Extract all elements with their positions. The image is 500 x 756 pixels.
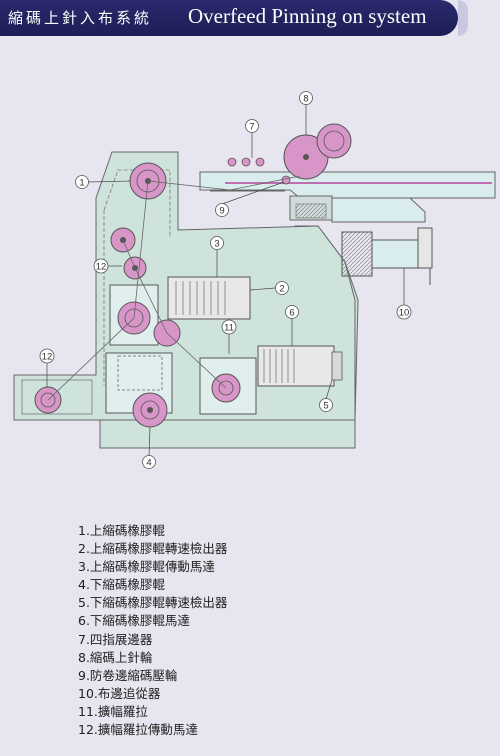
- legend-item: 4.下縮碼橡膠輥: [78, 577, 165, 593]
- parts-legend: 1.上縮碼橡膠輥 2.上縮碼橡膠輥轉速檢出器 3.上縮碼橡膠輥傳動馬達 4.下縮…: [78, 522, 227, 739]
- legend-item: 3.上縮碼橡膠輥傳動馬達: [78, 559, 215, 575]
- edge-follower: [341, 227, 433, 305]
- callout-9: 9: [215, 203, 229, 217]
- svg-text:12: 12: [96, 262, 107, 273]
- callout-1: 1: [75, 175, 89, 189]
- callout-12-upper: 12: [93, 258, 109, 274]
- legend-item: 11.擴幅羅拉: [78, 703, 148, 719]
- callout-3: 3: [210, 236, 224, 250]
- svg-text:9: 9: [219, 206, 224, 217]
- svg-text:3: 3: [214, 239, 219, 250]
- svg-text:2: 2: [279, 284, 284, 295]
- legend-item: 6.下縮碼橡膠輥馬達: [78, 613, 190, 629]
- svg-text:4: 4: [146, 458, 151, 469]
- callout-4: 4: [142, 455, 156, 469]
- header-banner: 縮碼上針入布系統 Overfeed Pinning on system: [0, 0, 500, 38]
- legend-item: 5.下縮碼橡膠輥轉速檢出器: [78, 595, 228, 611]
- legend-item: 1.上縮碼橡膠輥: [78, 523, 165, 538]
- legend-item: 12.擴幅羅拉傳動馬達: [78, 722, 198, 738]
- svg-text:12: 12: [42, 352, 53, 363]
- svg-text:6: 6: [289, 308, 294, 319]
- svg-text:5: 5: [323, 401, 328, 412]
- callout-12-lower: 12: [39, 348, 55, 364]
- legend-item: 2.上縮碼橡膠輥轉速檢出器: [78, 541, 228, 557]
- header-bar: [0, 0, 458, 36]
- svg-text:8: 8: [303, 94, 308, 105]
- callout-2: 2: [275, 281, 289, 295]
- machine-diagram: 1 2 3 4 5 6 7 8 9 10 11 12: [13, 91, 496, 469]
- legend-item: 8.縮碼上針輪: [78, 649, 153, 665]
- callout-10: 10: [396, 304, 412, 320]
- title-chinese: 縮碼上針入布系統: [8, 9, 153, 27]
- svg-text:11: 11: [224, 323, 234, 334]
- svg-text:1: 1: [79, 178, 84, 189]
- callout-7: 7: [245, 119, 259, 133]
- svg-text:10: 10: [399, 308, 410, 319]
- lower-motor: [257, 345, 343, 387]
- legend-item: 7.四指展邊器: [78, 631, 153, 647]
- leader-lines: [46, 104, 405, 457]
- fabric-path: [47, 175, 301, 401]
- pinning-wheel: [283, 123, 352, 180]
- callout-5: 5: [319, 398, 333, 412]
- stenter-rail: [199, 171, 496, 223]
- title-english: Overfeed Pinning on system: [188, 4, 427, 28]
- legend-item: 9.防卷邊縮碼壓輪: [78, 667, 178, 683]
- callout-11: 11: [221, 319, 237, 335]
- callout-6: 6: [285, 305, 299, 319]
- legend-item: 10.布邊追從器: [78, 685, 161, 701]
- header-cap: [458, 0, 468, 36]
- svg-text:7: 7: [249, 122, 254, 133]
- lower-rubber-roller: [105, 352, 257, 428]
- callout-8: 8: [299, 91, 313, 105]
